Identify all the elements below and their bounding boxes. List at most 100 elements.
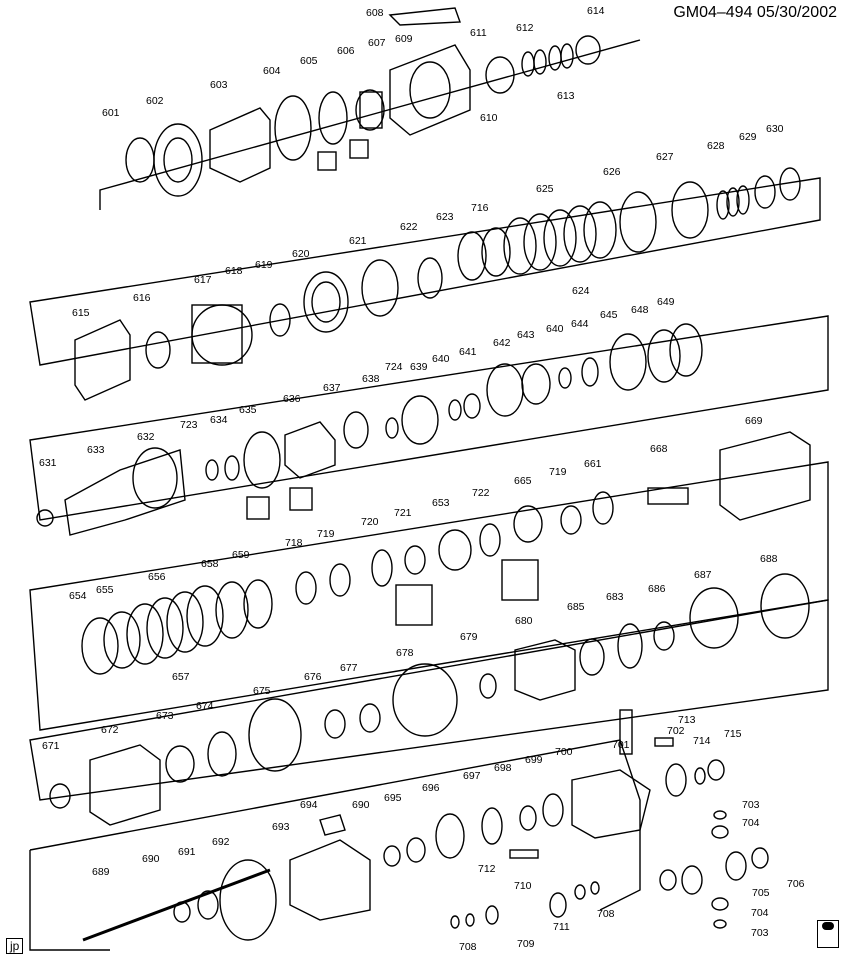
callout-723: 723 — [180, 419, 198, 431]
part-640a — [448, 399, 462, 421]
part-641 — [463, 393, 481, 419]
callout-649: 649 — [657, 296, 675, 308]
callout-722: 722 — [472, 487, 490, 499]
part-691 — [197, 890, 219, 920]
part-692 — [219, 859, 277, 941]
callout-601: 601 — [102, 107, 120, 119]
callout-724: 724 — [385, 361, 403, 373]
part-704b — [711, 897, 729, 911]
callout-628: 628 — [707, 140, 725, 152]
callout-672: 672 — [101, 724, 119, 736]
callout-610: 610 — [480, 112, 498, 124]
callout-612: 612 — [516, 22, 534, 34]
callout-618: 618 — [225, 265, 243, 277]
callout-624: 624 — [572, 285, 590, 297]
part-708a — [590, 881, 600, 895]
callout-721: 721 — [394, 507, 412, 519]
callout-621: 621 — [349, 235, 367, 247]
part-634 — [224, 455, 240, 481]
part-702 — [654, 737, 674, 747]
callout-635: 635 — [239, 404, 257, 416]
seal-detail-2 — [349, 139, 369, 159]
callout-675: 675 — [253, 685, 271, 697]
part-690b — [383, 845, 401, 867]
part-719a — [560, 505, 582, 535]
callout-626: 626 — [603, 166, 621, 178]
callout-615: 615 — [72, 307, 90, 319]
part-639 — [401, 395, 439, 445]
part-685 — [579, 638, 605, 676]
part-686 — [653, 621, 675, 651]
callout-703b: 703 — [751, 927, 769, 939]
part-665 — [513, 505, 543, 543]
callout-606: 606 — [337, 45, 355, 57]
callout-693: 693 — [272, 821, 290, 833]
part-690a — [173, 901, 191, 923]
part-705b — [681, 865, 703, 895]
part-720 — [371, 549, 393, 587]
callout-668: 668 — [650, 443, 668, 455]
part-642 — [486, 363, 524, 417]
callout-629: 629 — [739, 131, 757, 143]
callout-712: 712 — [478, 863, 496, 875]
diagram-title: GM04–494 05/30/2002 — [673, 4, 837, 21]
callout-619: 619 — [255, 259, 273, 271]
callout-674: 674 — [196, 700, 214, 712]
callout-633: 633 — [87, 444, 105, 456]
callout-687: 687 — [694, 569, 712, 581]
callout-695: 695 — [384, 792, 402, 804]
part-674 — [207, 731, 237, 777]
part-616 — [145, 331, 171, 369]
part-703a — [713, 810, 727, 820]
part-658 — [215, 581, 249, 639]
part-715 — [707, 759, 725, 781]
callout-669: 669 — [745, 415, 763, 427]
callout-711: 711 — [553, 921, 570, 933]
callout-673: 673 — [156, 710, 174, 722]
callout-605: 605 — [300, 55, 318, 67]
part-638 — [385, 417, 399, 439]
callout-690b: 690 — [352, 799, 370, 811]
callout-654: 654 — [69, 590, 87, 602]
callout-691: 691 — [178, 846, 196, 858]
callout-710: 710 — [514, 880, 532, 892]
callout-703a: 703 — [742, 799, 760, 811]
part-706a — [751, 847, 769, 869]
callout-702: 702 — [667, 725, 685, 737]
part-603 — [209, 107, 271, 183]
part-687 — [689, 587, 739, 649]
part-673 — [165, 745, 195, 783]
callout-608: 608 — [366, 7, 384, 19]
callout-644: 644 — [571, 318, 589, 330]
callout-701: 701 — [612, 739, 630, 751]
part-606 — [355, 89, 385, 131]
callout-631: 631 — [39, 457, 57, 469]
callout-645: 645 — [600, 309, 618, 321]
row1-frame — [99, 39, 641, 210]
callout-640b: 640 — [546, 323, 564, 335]
callout-699: 699 — [525, 754, 543, 766]
part-626 — [619, 191, 657, 253]
gm-spo-logo — [817, 920, 839, 948]
callout-692: 692 — [212, 836, 230, 848]
part-701 — [619, 709, 633, 755]
callout-643: 643 — [517, 329, 535, 341]
callout-609: 609 — [395, 33, 413, 45]
callout-665: 665 — [514, 475, 532, 487]
callout-719b: 719 — [317, 528, 335, 540]
callout-708b: 708 — [459, 941, 477, 953]
callout-641: 641 — [459, 346, 477, 358]
part-608 — [388, 7, 461, 26]
callout-603: 603 — [210, 79, 228, 91]
callout-685: 685 — [567, 601, 585, 613]
part-721 — [404, 545, 426, 575]
callout-614: 614 — [587, 5, 605, 17]
callout-632: 632 — [137, 431, 155, 443]
callout-639: 639 — [410, 361, 428, 373]
part-622 — [417, 257, 443, 299]
part-609 — [389, 44, 471, 136]
callout-604: 604 — [263, 65, 281, 77]
callout-680: 680 — [515, 615, 533, 627]
row6-frame — [29, 599, 829, 801]
